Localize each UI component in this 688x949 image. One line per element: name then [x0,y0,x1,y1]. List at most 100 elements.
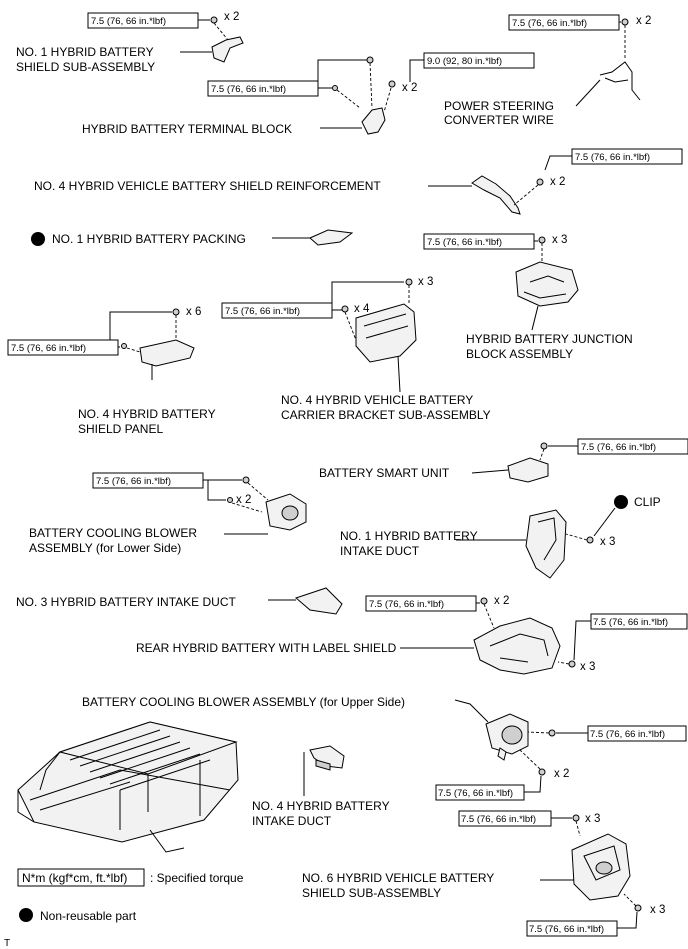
bolt-icon [388,80,396,88]
torque-value: 9.0 (92, 80 in.*lbf) [427,56,502,67]
converter-wire-part [599,61,641,101]
torque-value: 7.5 (76, 66 in.*lbf) [211,84,286,95]
quantity-label: x 2 [636,15,651,27]
bolt-icon [121,343,127,349]
bolt-icon [540,442,548,450]
torque-value: 7.5 (76, 66 in.*lbf) [461,814,536,825]
part-label: HYBRID BATTERY JUNCTION [466,332,633,346]
bolt-icon [366,56,374,64]
shield-reinforcement-part [471,175,521,215]
part-label: SHIELD PANEL [78,422,163,436]
terminal-block-part [361,107,386,135]
bolt-icon [210,16,218,24]
quantity-label: x 2 [402,82,417,94]
quantity-label: x 3 [418,276,433,288]
quantity-label: x 2 [550,176,565,188]
bolt-icon [548,729,556,737]
quantity-label: x 2 [494,595,509,607]
torque-value: 7.5 (76, 66 in.*lbf) [11,343,86,354]
torque-value: 7.5 (76, 66 in.*lbf) [427,237,502,248]
part-label: HYBRID BATTERY TERMINAL BLOCK [82,122,292,136]
shield-sub-assembly-part [211,36,244,63]
intake-duct-4-part [309,745,345,769]
non-reusable-icon [614,495,628,509]
clip-icon [586,536,594,544]
part-label: NO. 1 HYBRID BATTERY PACKING [52,232,246,246]
torque-value: 7.5 (76, 66 in.*lbf) [529,924,604,935]
torque-value: 7.5 (76, 66 in.*lbf) [369,599,444,610]
packing-part [309,229,354,246]
part-label: NO. 4 HYBRID BATTERY [252,799,390,813]
part-label: POWER STEERING [444,99,554,113]
bolt-icon [332,85,338,91]
bolt-icon [341,305,349,313]
part-label: NO. 4 HYBRID VEHICLE BATTERY SHIELD REIN… [34,179,381,193]
part-label: INTAKE DUCT [252,814,332,828]
quantity-label: x 2 [236,494,251,506]
bolt-icon [480,597,488,605]
bolt-icon [227,497,233,503]
quantity-label: x 2 [224,11,239,23]
part-label: BATTERY SMART UNIT [319,466,450,480]
torque-value: 7.5 (76, 66 in.*lbf) [438,788,513,799]
carrier-bracket-part [355,303,417,363]
quantity-label: x 2 [554,768,569,780]
legend-nonreusable-text: Non-reusable part [40,909,137,923]
bolt-icon [536,178,544,186]
junction-block-part [515,261,579,307]
part-label: SHIELD SUB-ASSEMBLY [302,886,441,900]
bolt-icon [568,660,576,668]
legend-unit-box [17,868,145,887]
bolt-icon [634,904,642,912]
part-label: BATTERY COOLING BLOWER [29,526,197,540]
bolt-icon [538,236,546,244]
part-label: CARRIER BRACKET SUB-ASSEMBLY [281,408,491,422]
part-label: CONVERTER WIRE [444,113,554,127]
non-reusable-icon [31,232,45,246]
part-label: NO. 1 HYBRID BATTERY [16,45,154,59]
part-label: NO. 4 HYBRID BATTERY [78,407,216,421]
part-label: INTAKE DUCT [340,544,420,558]
corner-mark: T [4,938,10,949]
torque-value: 7.5 (76, 66 in.*lbf) [96,476,171,487]
part-label: CLIP [634,495,661,509]
torque-value: 7.5 (76, 66 in.*lbf) [590,729,665,740]
quantity-label: x 3 [580,661,595,673]
non-reusable-icon [19,908,33,922]
rear-shield-part [473,617,561,675]
torque-value: 7.5 (76, 66 in.*lbf) [91,16,166,27]
bolt-icon [405,278,413,286]
bolt-icon [572,814,580,822]
torque-value: 7.5 (76, 66 in.*lbf) [512,18,587,29]
torque-value: 7.5 (76, 66 in.*lbf) [593,617,668,628]
torque-value: 7.5 (76, 66 in.*lbf) [225,306,300,317]
quantity-label: x 3 [650,904,665,916]
part-label: NO. 3 HYBRID BATTERY INTAKE DUCT [16,595,236,609]
legend-unit-text: N*m (kgf*cm, ft.*lbf) [22,871,127,885]
part-label: NO. 4 HYBRID VEHICLE BATTERY [281,393,473,407]
part-label: BLOCK ASSEMBLY [466,347,573,361]
intake-duct-1-part [525,509,567,579]
bolt-icon [172,308,180,316]
quantity-label: x 4 [354,303,370,315]
bolt-icon [621,18,629,26]
part-label: SHIELD SUB-ASSEMBLY [16,60,155,74]
part-label: NO. 1 HYBRID BATTERY [340,529,478,543]
legend-specified-text: : Specified torque [150,871,244,885]
quantity-label: x 3 [600,536,615,548]
quantity-label: x 6 [186,306,201,318]
intake-duct-3-part [295,587,343,615]
quantity-label: x 3 [585,813,600,825]
part-label: REAR HYBRID BATTERY WITH LABEL SHIELD [136,641,397,655]
shield-panel-part [139,339,195,367]
quantity-label: x 3 [552,234,567,246]
part-label: BATTERY COOLING BLOWER ASSEMBLY (for Upp… [82,695,405,709]
part-label: ASSEMBLY (for Lower Side) [29,541,181,555]
torque-value: 7.5 (76, 66 in.*lbf) [581,442,656,453]
bolt-icon [538,768,546,776]
bolt-icon [242,476,250,484]
hybrid-battery-pack-illustration [17,721,239,853]
torque-value: 7.5 (76, 66 in.*lbf) [575,152,650,163]
